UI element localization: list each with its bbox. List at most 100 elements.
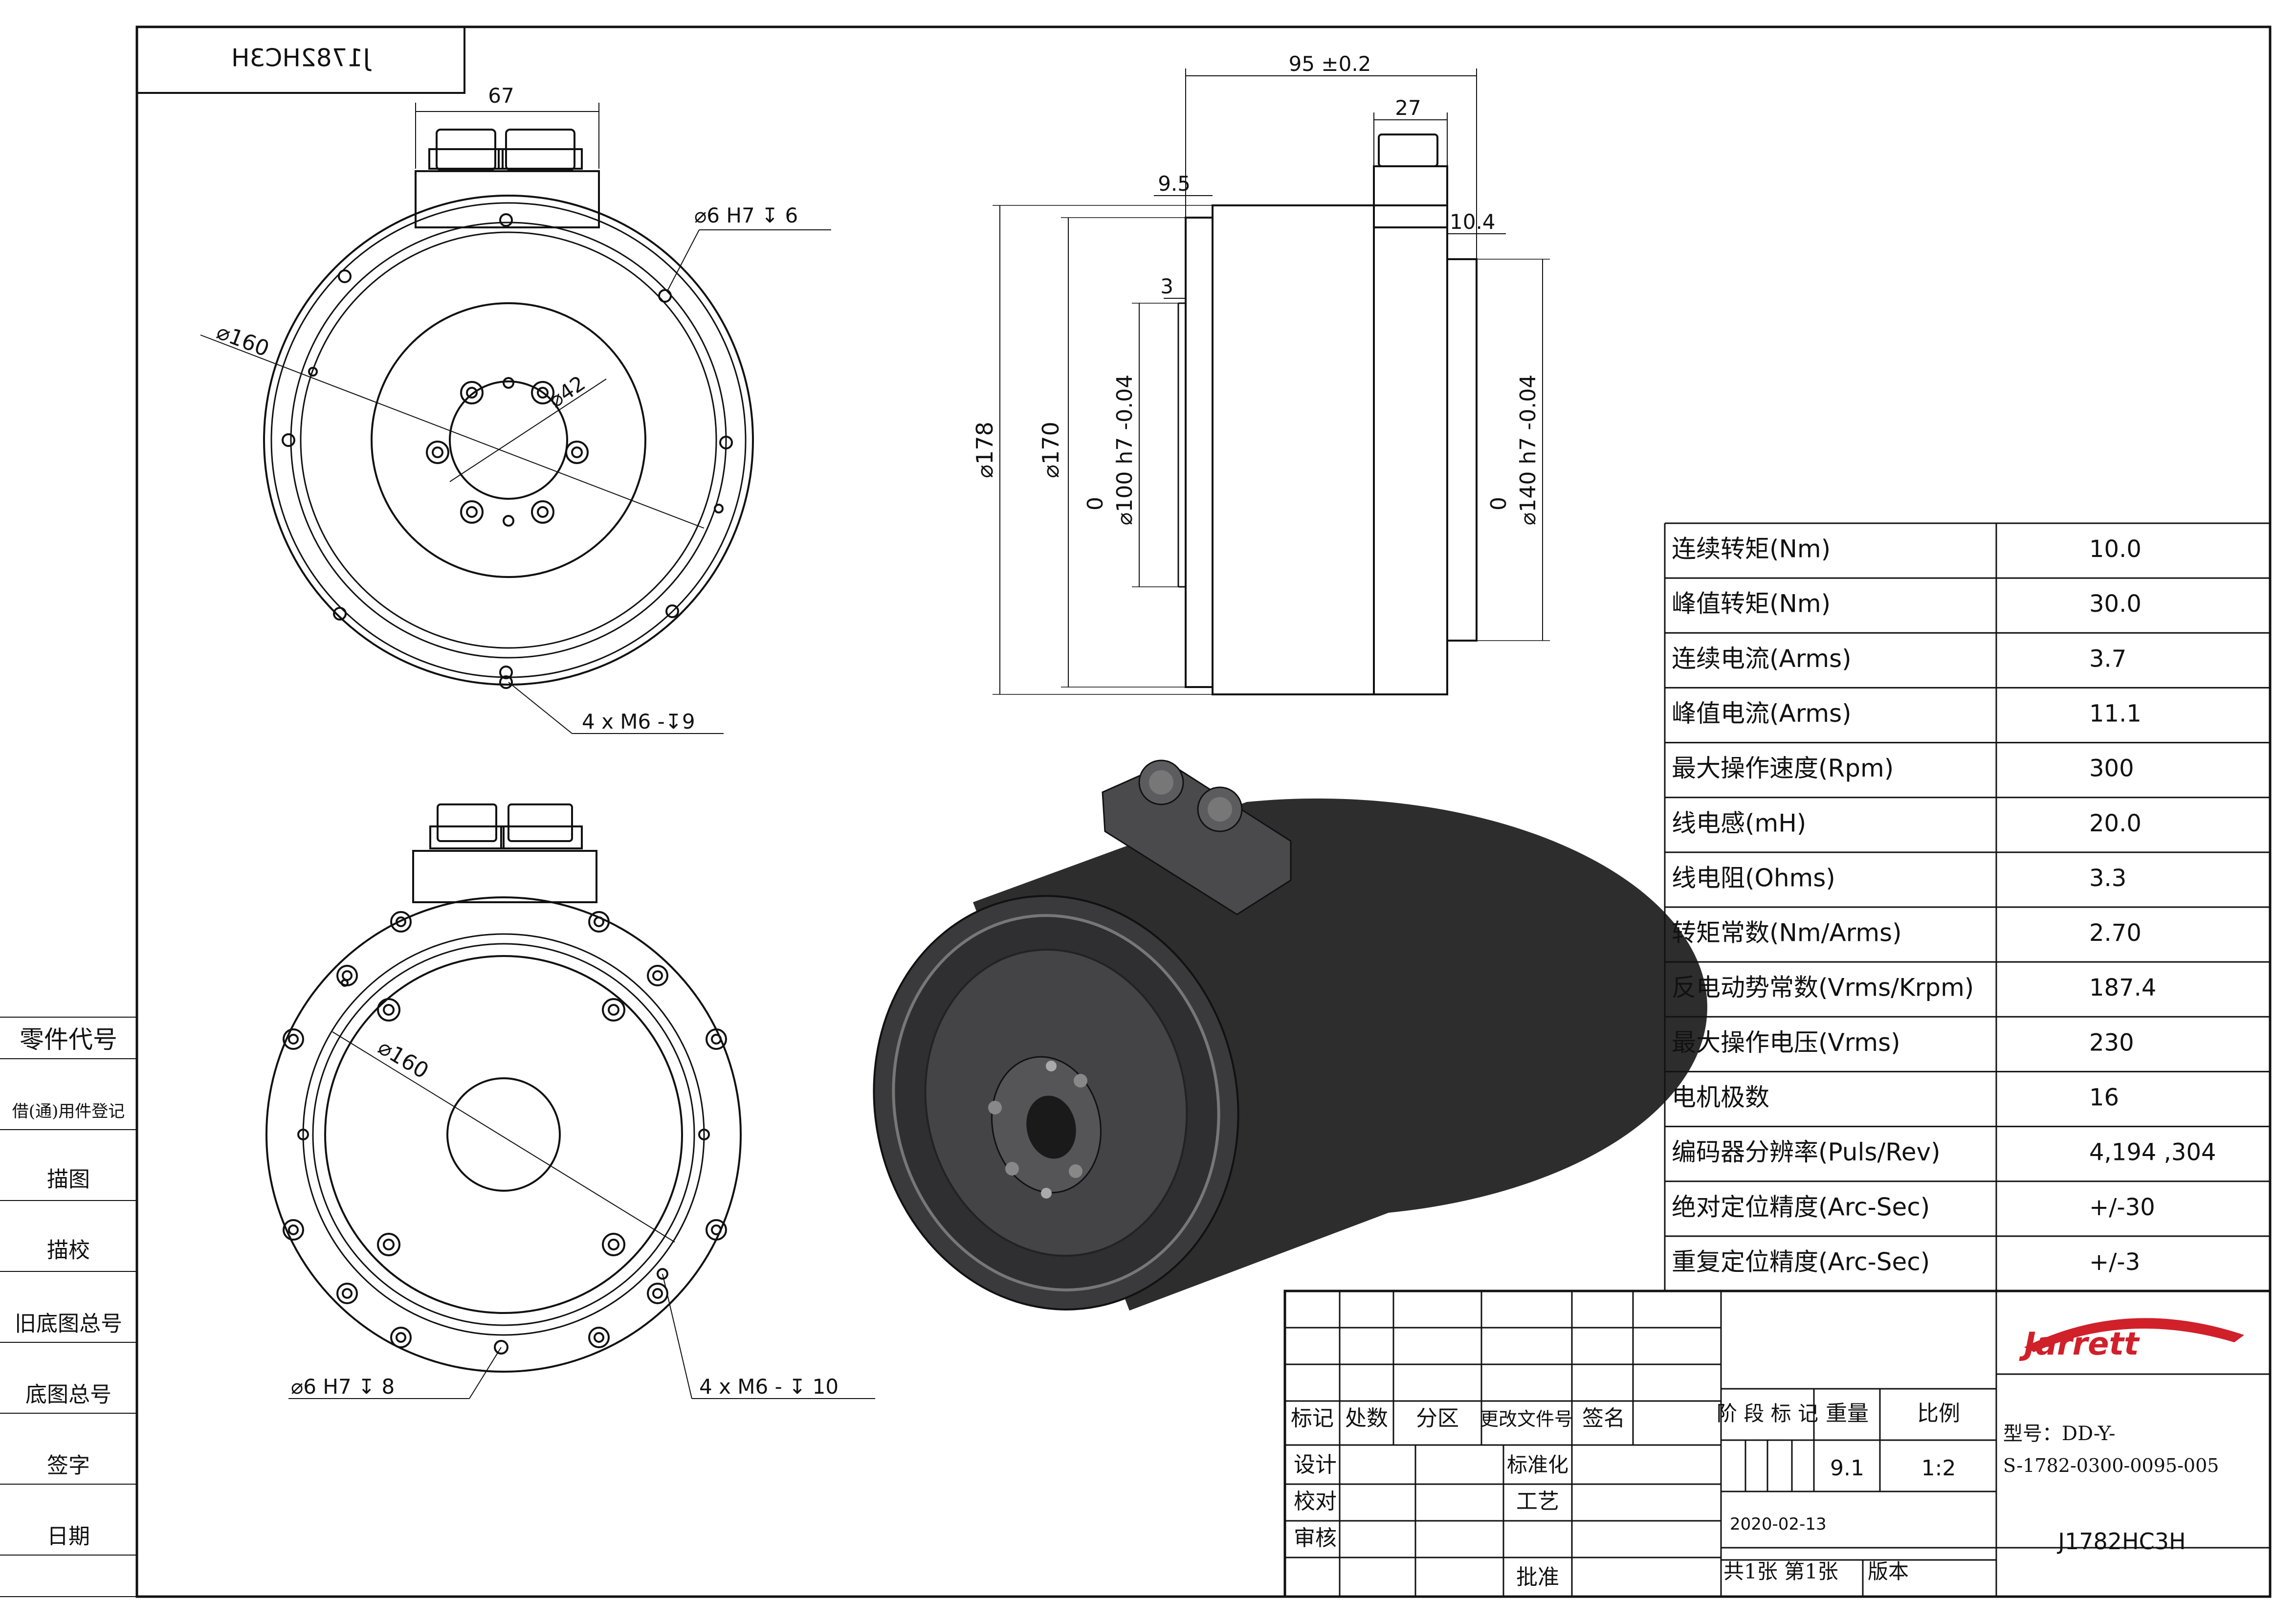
margin-trace: 描图 [47, 1167, 90, 1192]
title-block-grid [1283, 1290, 2272, 1598]
margin-trace-check: 描校 [47, 1238, 90, 1263]
weight-header: 重量 [1826, 1401, 1869, 1426]
spec-row: 线电感(mH) 20.0 [1665, 809, 2270, 853]
dim-dia-100-upper: 0 [1083, 497, 1108, 511]
spec-value: 11.1 [2089, 700, 2141, 728]
weight-value: 9.1 [1830, 1456, 1864, 1481]
spec-value: 187.4 [2089, 974, 2156, 1001]
margin-date: 日期 [47, 1524, 90, 1549]
dim-step-10-4: 10.4 [1450, 210, 1496, 234]
rev-header-signature: 签名 [1582, 1406, 1625, 1431]
spec-name: 峰值转矩(Nm) [1672, 590, 1831, 618]
spec-value: 10.0 [2089, 535, 2141, 563]
spec-name: 最大操作电压(Vrms) [1672, 1028, 1900, 1057]
dim-flange-step: 9.5 [1158, 172, 1191, 196]
spec-value: 30.0 [2089, 590, 2141, 618]
spec-name: 峰值电流(Arms) [1672, 699, 1852, 728]
margin-borrow-register: 借(通)用件登记 [12, 1102, 125, 1121]
spec-name: 电机极数 [1672, 1083, 1769, 1112]
dim-total-length: 95 ±0.2 [1289, 52, 1371, 76]
version-label: 版本 [1868, 1559, 1909, 1583]
spec-row: 转矩常数(Nm/Arms) 2.70 [1665, 919, 2270, 963]
spec-name: 线电感(mH) [1672, 809, 1806, 837]
margin-base-number: 底图总号 [25, 1382, 111, 1407]
rev-header-zone: 分区 [1416, 1406, 1459, 1431]
role-standard: 标准化 [1507, 1453, 1568, 1477]
dim-bolt-spec-rear: 4 x M6 - ↧ 10 [699, 1375, 839, 1399]
front-view [200, 103, 831, 734]
drawing-border [135, 25, 2272, 1598]
spec-row: 峰值转矩(Nm) 30.0 [1665, 590, 2270, 634]
spec-value: 300 [2089, 755, 2134, 782]
dim-dia-140: ⌀140 h7 -0.04 [1516, 375, 1541, 525]
rev-header-count: 处数 [1345, 1406, 1388, 1431]
dim-bolt-spec-front: 4 x M6 -↧9 [582, 710, 695, 734]
spec-name: 绝对定位精度(Arc-Sec) [1672, 1193, 1930, 1221]
spec-row: 电机极数 16 [1665, 1083, 2270, 1128]
spec-row: 连续电流(Arms) 3.7 [1665, 645, 2270, 689]
dim-hole-spec-top: ⌀6 H7 ↧ 6 [694, 203, 798, 227]
dim-connector-width: 27 [1395, 96, 1421, 120]
spec-value: 3.7 [2089, 645, 2126, 672]
dim-dia-178: ⌀178 [971, 422, 998, 478]
margin-old-base-number: 旧底图总号 [15, 1312, 122, 1336]
role-approve: 批准 [1516, 1565, 1559, 1590]
rev-header-mark: 标记 [1291, 1406, 1334, 1431]
spec-row: 反电动势常数(Vrms/Krpm) 187.4 [1665, 974, 2270, 1018]
spec-row: 编码器分辨率(Puls/Rev) 4,194 ,304 [1665, 1138, 2270, 1182]
side-view [993, 68, 1550, 695]
dim-dia-100: ⌀100 h7 -0.04 [1112, 375, 1137, 525]
spec-table: 连续转矩(Nm) 10.0 峰值转矩(Nm) 30.0 连续电流(Arms) 3.7 峰值电… [1665, 535, 2270, 1292]
spec-value: +/-30 [2089, 1194, 2155, 1221]
jarrett-logo: Jarrett [2019, 1318, 2244, 1362]
brand-name: Jarrett [2019, 1326, 2140, 1362]
spec-row: 峰值电流(Arms) 11.1 [1665, 699, 2270, 744]
dim-dia-160-rear: ⌀160 [374, 1035, 433, 1084]
drawing-code: J1782HC3H [2056, 1528, 2186, 1555]
spec-row: 连续转矩(Nm) 10.0 [1665, 535, 2270, 579]
dim-dia-42: ⌀42 [544, 371, 590, 413]
dim-dia-170: ⌀170 [1038, 422, 1064, 478]
scale-header: 比例 [1917, 1401, 1960, 1426]
spec-name: 线电阻(Ohms) [1672, 864, 1835, 892]
dim-hole-spec-rear: ⌀6 H7 ↧ 8 [291, 1375, 395, 1399]
spec-name: 编码器分辨率(Puls/Rev) [1672, 1138, 1941, 1166]
spec-row: 最大操作速度(Rpm) 300 [1665, 754, 2270, 799]
margin-part-code: 零件代号 [20, 1025, 117, 1054]
role-review: 审核 [1294, 1526, 1337, 1551]
sheet-count: 共1张 第1张 [1723, 1559, 1838, 1583]
motor-3d-render [873, 759, 1707, 1311]
spec-name: 连续电流(Arms) [1672, 645, 1852, 673]
spec-value: 2.70 [2089, 919, 2141, 947]
spec-value: 4,194 ,304 [2089, 1139, 2216, 1166]
drawing-date: 2020-02-13 [1730, 1514, 1827, 1534]
spec-row: 线电阻(Ohms) 3.3 [1665, 864, 2270, 908]
spec-row: 绝对定位精度(Arc-Sec) +/-30 [1665, 1193, 2270, 1237]
left-margin-table: 零件代号 借(通)用件登记 描图 描校 旧底图总号 底图总号 签字 日期 [0, 1017, 137, 1556]
spec-value: 16 [2089, 1084, 2119, 1112]
model-number: S-1782-0300-0095-005 [2003, 1455, 2219, 1476]
mirrored-drawing-code: J1782HC3H [231, 44, 372, 72]
spec-name: 反电动势常数(Vrms/Krpm) [1672, 974, 1974, 1002]
role-design: 设计 [1294, 1452, 1337, 1477]
rear-view [265, 803, 875, 1399]
spec-name: 最大操作速度(Rpm) [1672, 754, 1894, 782]
spec-value: 230 [2089, 1029, 2134, 1056]
stage-mark-header: 阶 段 标 记 [1717, 1402, 1818, 1425]
spec-name: 重复定位精度(Arc-Sec) [1672, 1247, 1930, 1276]
rev-header-change-doc: 更改文件号 [1480, 1408, 1573, 1430]
spec-name: 转矩常数(Nm/Arms) [1672, 919, 1902, 947]
spec-row: 重复定位精度(Arc-Sec) +/-3 [1665, 1247, 2270, 1292]
dim-dia-140-upper: 0 [1486, 497, 1511, 511]
dim-dia-160-front: ⌀160 [213, 319, 272, 362]
model-label: 型号：DD-Y- [2003, 1423, 2116, 1445]
spec-value: 3.3 [2089, 865, 2126, 892]
role-check: 校对 [1294, 1489, 1337, 1514]
dim-width-67: 67 [488, 84, 514, 108]
scale-value: 1:2 [1921, 1456, 1956, 1481]
spec-name: 连续转矩(Nm) [1672, 535, 1831, 563]
spec-value: 20.0 [2089, 810, 2141, 837]
spec-value: +/-3 [2089, 1248, 2140, 1276]
margin-signature: 签字 [47, 1453, 90, 1478]
